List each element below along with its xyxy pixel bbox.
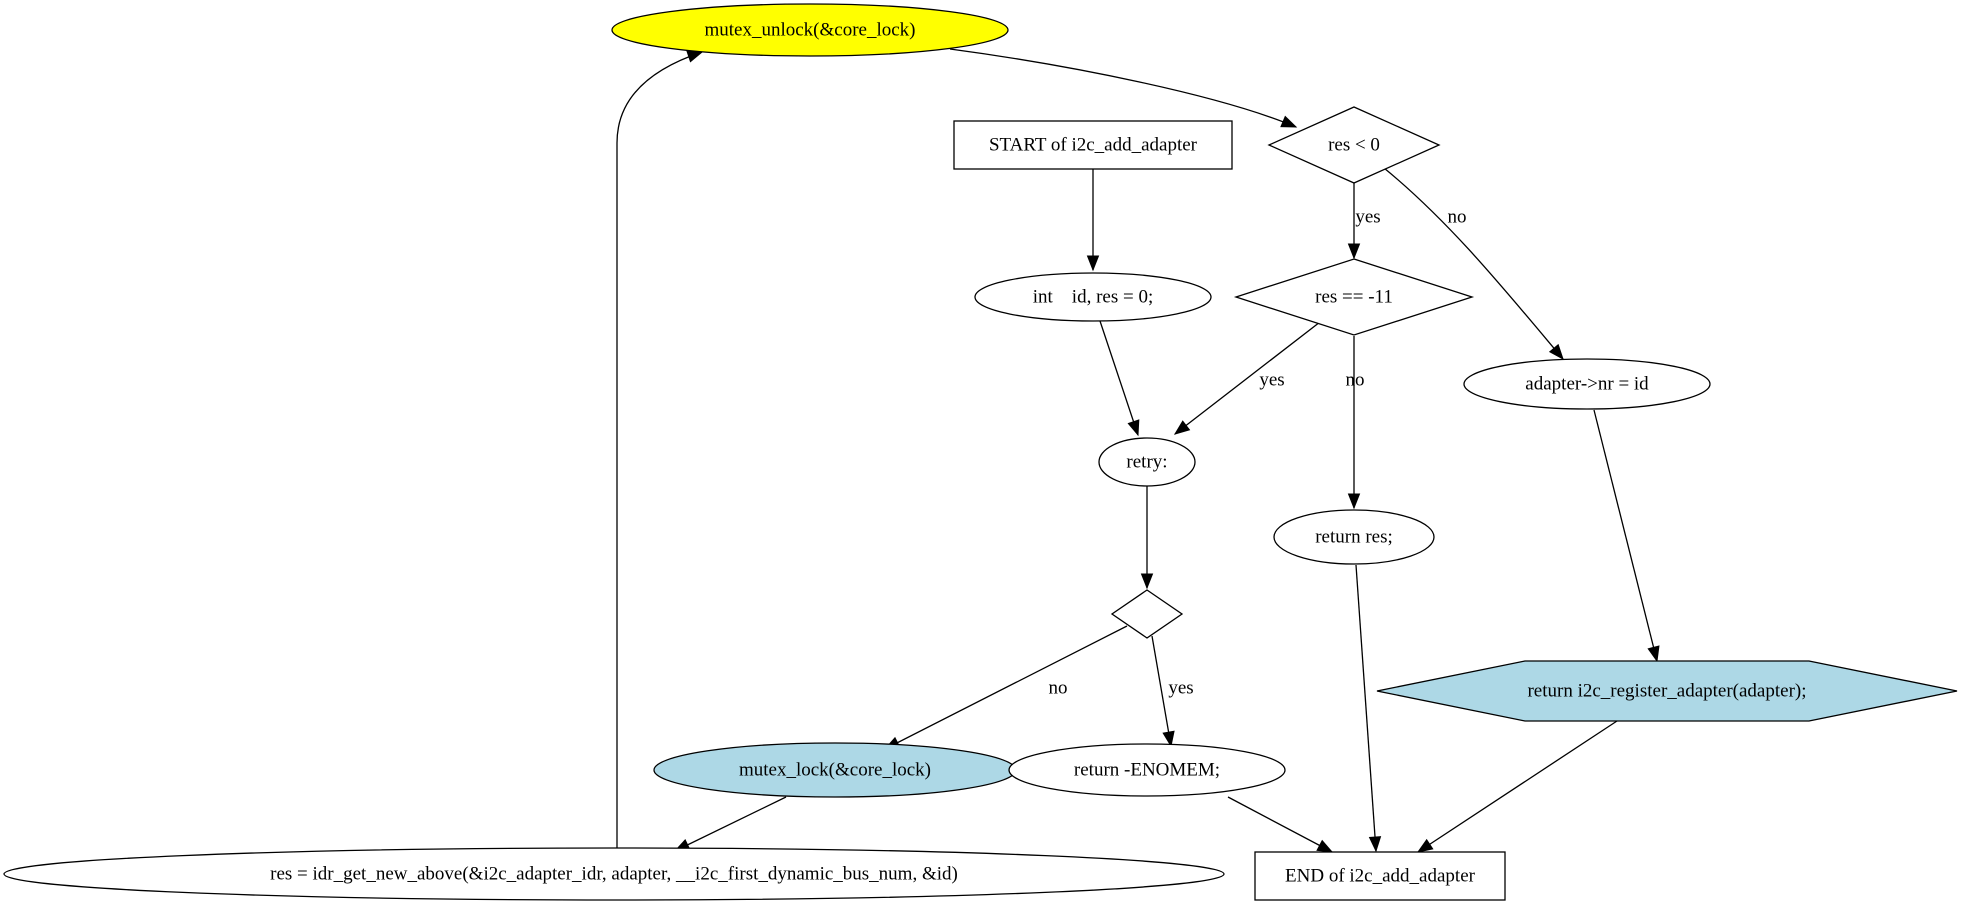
edge-label-no: no [1346,369,1365,390]
node-res-eq-11: res == -11 [1233,258,1475,336]
edge-return_enomem-to-end [1227,796,1334,853]
edge-start-to-decl [1086,169,1100,272]
edge-retry-to-cond_empty [1140,486,1154,590]
edge-line [616,51,703,848]
edge-line [884,625,1128,750]
hexagon-shape [1376,660,1958,722]
edge-line [1174,321,1321,435]
edge-line [1099,320,1139,436]
edge-decl-to-retry [1099,320,1140,437]
box-shape [953,120,1233,170]
edge-label-yes: yes [1355,206,1380,227]
node-label: res = idr_get_new_above(&i2c_adapter_idr… [270,863,958,884]
edge-adapter_nr-to-return_register [1593,409,1660,663]
ellipse-shape [3,847,1225,901]
node-label: return res; [1315,526,1393,547]
node-label: res < 0 [1328,134,1380,155]
arrowhead [1347,243,1361,260]
diamond-shape [1110,589,1184,639]
node-return-enomem: return -ENOMEM; [1008,743,1286,797]
edge-return_register-to-end [1416,720,1618,853]
arrowhead [1280,115,1298,128]
node-label: retry: [1126,451,1167,472]
arrowhead [1173,420,1191,435]
ellipse-shape [1463,358,1711,410]
edge-line [1593,409,1658,662]
arrowhead [1140,573,1154,590]
node-return-register: return i2c_register_adapter(adapter); [1376,660,1958,722]
box-shape [1254,851,1506,901]
ellipse-shape [611,3,1009,57]
ellipse-shape [1273,509,1435,565]
edge-idr_get-to-mutex_unlock [616,50,704,848]
edge-line [1151,635,1172,747]
edge-label-no: no [1448,206,1467,227]
edge-line [1355,564,1377,852]
node-label: return i2c_register_adapter(adapter); [1527,680,1806,701]
arrowhead [1316,839,1334,853]
edge-res_lt_0-to-res_eq_11: yes [1347,183,1381,260]
arrowhead [1647,645,1660,663]
node-mutex-lock: mutex_lock(&core_lock) [653,742,1017,798]
arrowhead [1086,255,1100,272]
node-decl: int id, res = 0; [974,272,1212,322]
node-idr-get: res = idr_get_new_above(&i2c_adapter_idr… [3,847,1225,901]
ellipse-shape [1008,743,1286,797]
arrowhead [1162,730,1175,748]
arrowhead [686,50,704,63]
node-label: return -ENOMEM; [1074,759,1220,780]
arrowhead [1416,838,1434,853]
node-cond-empty [1110,589,1184,639]
node-label: int id, res = 0; [1033,286,1154,307]
node-res-lt-0: res < 0 [1267,106,1441,184]
node-label: res == -11 [1315,286,1393,307]
edge-label-yes: yes [1168,677,1193,698]
arrowhead [1368,836,1382,853]
node-mutex-unlock: mutex_unlock(&core_lock) [611,3,1009,57]
ellipse-shape [974,272,1212,322]
edge-mutex_unlock-to-res_lt_0 [949,48,1298,128]
diamond-shape [1233,258,1475,336]
arrowhead [1347,493,1361,510]
node-label: mutex_unlock(&core_lock) [704,19,915,40]
edge-cond_empty-to-return_enomem: yes [1151,635,1194,748]
node-label: START of i2c_add_adapter [989,134,1198,155]
node-label: END of i2c_add_adapter [1285,865,1476,886]
node-retry: retry: [1098,437,1196,487]
diamond-shape [1267,106,1441,184]
arrowhead [1127,419,1140,437]
edge-label-no: no [1049,677,1068,698]
edge-mutex_lock-to-idr_get [673,796,787,852]
edge-cond_empty-to-mutex_lock: no [883,625,1128,750]
edge-res_lt_0-to-adapter_nr: no [1383,167,1564,361]
edge-line [949,48,1297,128]
arrowhead [1548,343,1564,361]
node-start: START of i2c_add_adapter [953,120,1233,170]
edge-label-yes: yes [1259,369,1284,390]
node-label: mutex_lock(&core_lock) [739,759,931,780]
edge-line [1227,796,1333,853]
edge-res_eq_11-to-return_res: no [1346,336,1365,510]
edge-res_eq_11-to-retry: yes [1173,321,1321,435]
node-return-res: return res; [1273,509,1435,565]
node-adapter-nr: adapter->nr = id [1463,358,1711,410]
edge-line [674,796,787,852]
edge-line [1417,720,1618,853]
ellipse-shape [1098,437,1196,487]
edge-line [1383,167,1564,360]
edge-return_res-to-end [1355,564,1382,853]
node-end: END of i2c_add_adapter [1254,851,1506,901]
node-label: adapter->nr = id [1525,373,1649,394]
